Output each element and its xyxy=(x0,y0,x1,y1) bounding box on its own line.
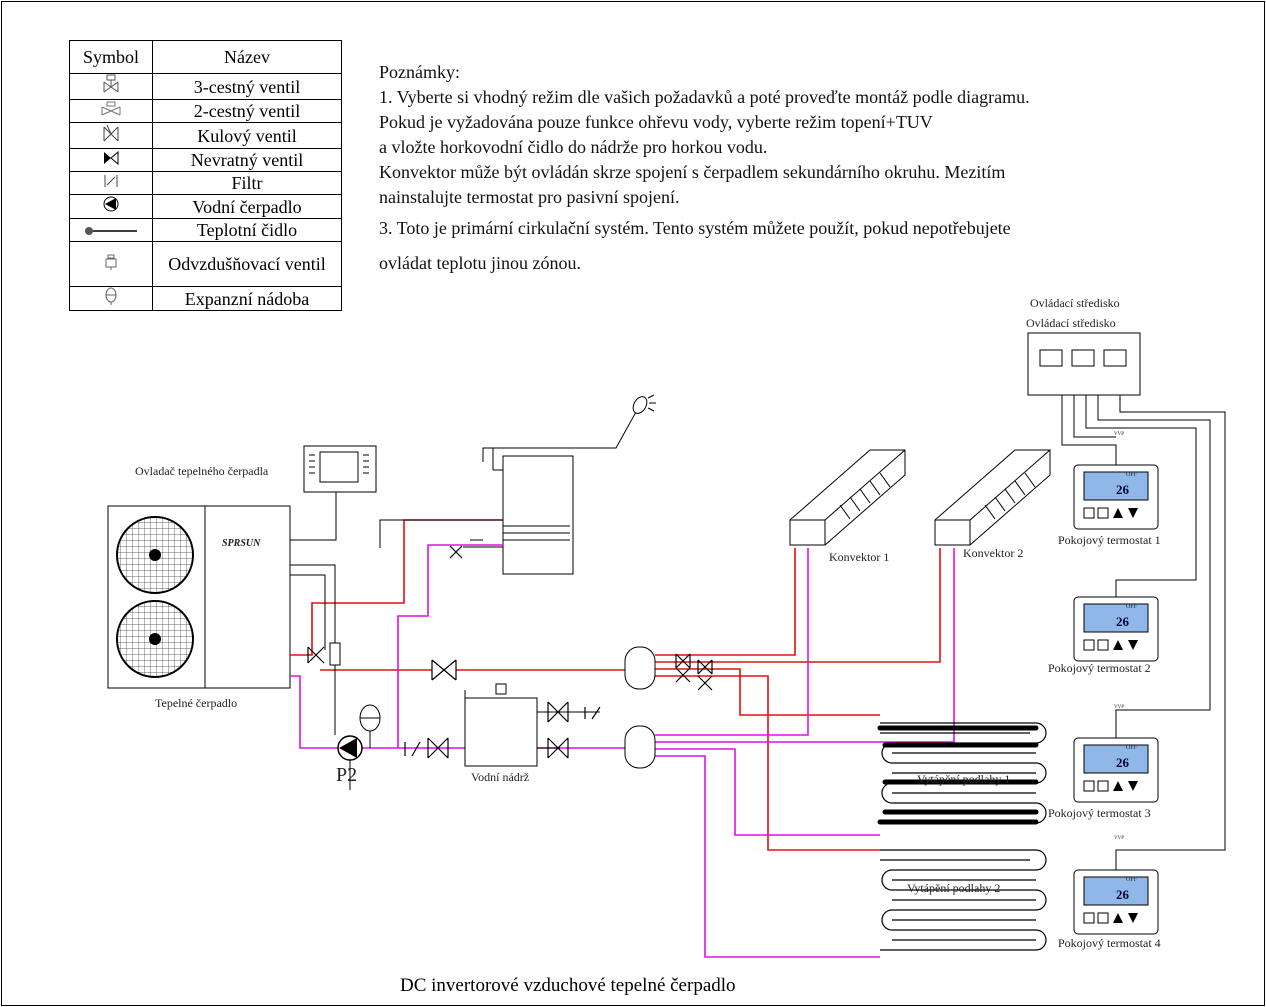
expansion-tank xyxy=(359,704,381,732)
heat-pump-controller-label: Ovladač tepelného čerpadla xyxy=(135,464,269,478)
thermostat-1-label: Pokojový termostat 1 xyxy=(1058,533,1161,547)
floor-heating-coils xyxy=(877,725,1039,825)
notes-line: Pokud je vyžadována pouze funkce ohřevu … xyxy=(379,112,933,132)
room-thermostat-4 xyxy=(1073,869,1159,935)
thermostat-4-label: Pokojový termostat 4 xyxy=(1058,936,1161,950)
legend-name: Kulový ventil xyxy=(152,122,342,149)
hot-water-tank xyxy=(463,394,656,575)
supply-pipes xyxy=(290,519,941,851)
notes-block: Poznámky: 1. Vyberte si vhodný režim dle… xyxy=(379,60,1030,276)
expansion-tank-icon xyxy=(69,286,153,311)
legend-header-row: Symbol Název xyxy=(69,40,342,74)
heat-pump-controller xyxy=(290,445,377,541)
legend-name: Nevratný ventil xyxy=(152,148,342,172)
convector-2 xyxy=(934,449,1051,546)
thermostat-display: 26 xyxy=(1116,614,1129,629)
two-way-valve-icon xyxy=(69,99,153,123)
heat-pump-unit xyxy=(107,505,291,689)
notes-line: nainstalujte termostat pro pasivní spoje… xyxy=(379,187,680,207)
legend-header-name: Název xyxy=(152,40,342,74)
wire-tag: VVP xyxy=(1114,432,1125,437)
legend-row: Expanzní nádoba xyxy=(69,286,342,311)
thermostat-display: 26 xyxy=(1116,887,1129,902)
check-valve-icon xyxy=(69,148,153,172)
legend-row: Odvzdušňovací ventil xyxy=(69,241,342,287)
control-center-label: Ovládací středisko xyxy=(1030,296,1120,310)
thermostat-off: OFF xyxy=(1126,472,1138,478)
room-thermostat-1 xyxy=(1073,464,1159,530)
legend-name: Vodní čerpadlo xyxy=(152,194,342,219)
room-thermostat-3 xyxy=(1073,737,1159,803)
notes-line: a vložte horkovodní čidlo do nádrže pro … xyxy=(379,137,768,157)
legend-row: 3-cestný ventil xyxy=(69,73,342,100)
control-center xyxy=(1027,332,1141,396)
legend-row: Teplotní čidlo xyxy=(69,218,342,242)
water-tank-label: Vodní nádrž xyxy=(471,770,530,784)
convector-1 xyxy=(789,449,906,546)
notes-title: Poznámky: xyxy=(379,62,460,82)
legend-row: Nevratný ventil xyxy=(69,148,342,172)
water-pump-icon xyxy=(69,194,153,219)
heat-pump-brand: SPRSUN xyxy=(222,538,261,549)
manifolds xyxy=(624,646,656,769)
thermostat-off: OFF xyxy=(1126,745,1138,751)
temperature-sensor-pocket xyxy=(329,642,341,666)
thermostat-3-label: Pokojový termostat 3 xyxy=(1048,806,1151,820)
convector-2-label: Konvektor 2 xyxy=(963,546,1024,560)
pump-p2 xyxy=(337,735,363,761)
legend-row: Vodní čerpadlo xyxy=(69,194,342,219)
ball-valve-icon xyxy=(69,122,153,149)
diagram-caption: DC invertorové vzduchové tepelné čerpadl… xyxy=(400,975,736,996)
notes-line: ovládat teplotu jinou zónou. xyxy=(379,253,581,273)
legend-row: 2-cestný ventil xyxy=(69,99,342,123)
air-vent-valve-icon xyxy=(69,241,153,287)
wire-tag: VVP xyxy=(1114,705,1125,710)
wire-tag: VVP xyxy=(1114,836,1125,841)
return-pipes xyxy=(290,544,955,958)
room-thermostat-2 xyxy=(1073,596,1159,662)
control-wiring xyxy=(1061,395,1226,870)
thermostat-display: 26 xyxy=(1116,755,1129,770)
pump-label: P2 xyxy=(336,764,358,786)
valves xyxy=(307,545,713,759)
legend-name: Expanzní nádoba xyxy=(152,286,342,311)
notes-line: Konvektor může být ovládán skrze spojení… xyxy=(379,162,1006,182)
floor-heating-2-label: Vytápění podlahy 2 xyxy=(907,881,1001,895)
thermostat-off: OFF xyxy=(1126,604,1138,610)
water-tank xyxy=(464,683,600,767)
notes-line: 3. Toto je primární cirkulační systém. T… xyxy=(379,218,1011,238)
legend-table: Symbol Název 3-cestný ventil 2-cestný ve… xyxy=(69,40,342,311)
floor-heating-1-label: Vytápění podlahy 1 xyxy=(917,772,1011,786)
convector-1-label: Konvektor 1 xyxy=(829,550,890,564)
legend-row: Kulový ventil xyxy=(69,122,342,149)
heat-pump-label: Tepelné čerpadlo xyxy=(155,696,238,710)
thermostat-2-label: Pokojový termostat 2 xyxy=(1048,661,1151,675)
notes-line: 1. Vyberte si vhodný režim dle vašich po… xyxy=(379,87,1030,107)
thermostat-display: 26 xyxy=(1116,482,1129,497)
control-center-label: Ovládací středisko xyxy=(1026,316,1116,330)
legend-name: 2-cestný ventil xyxy=(152,99,342,123)
thermostat-off: OFF xyxy=(1126,877,1138,883)
